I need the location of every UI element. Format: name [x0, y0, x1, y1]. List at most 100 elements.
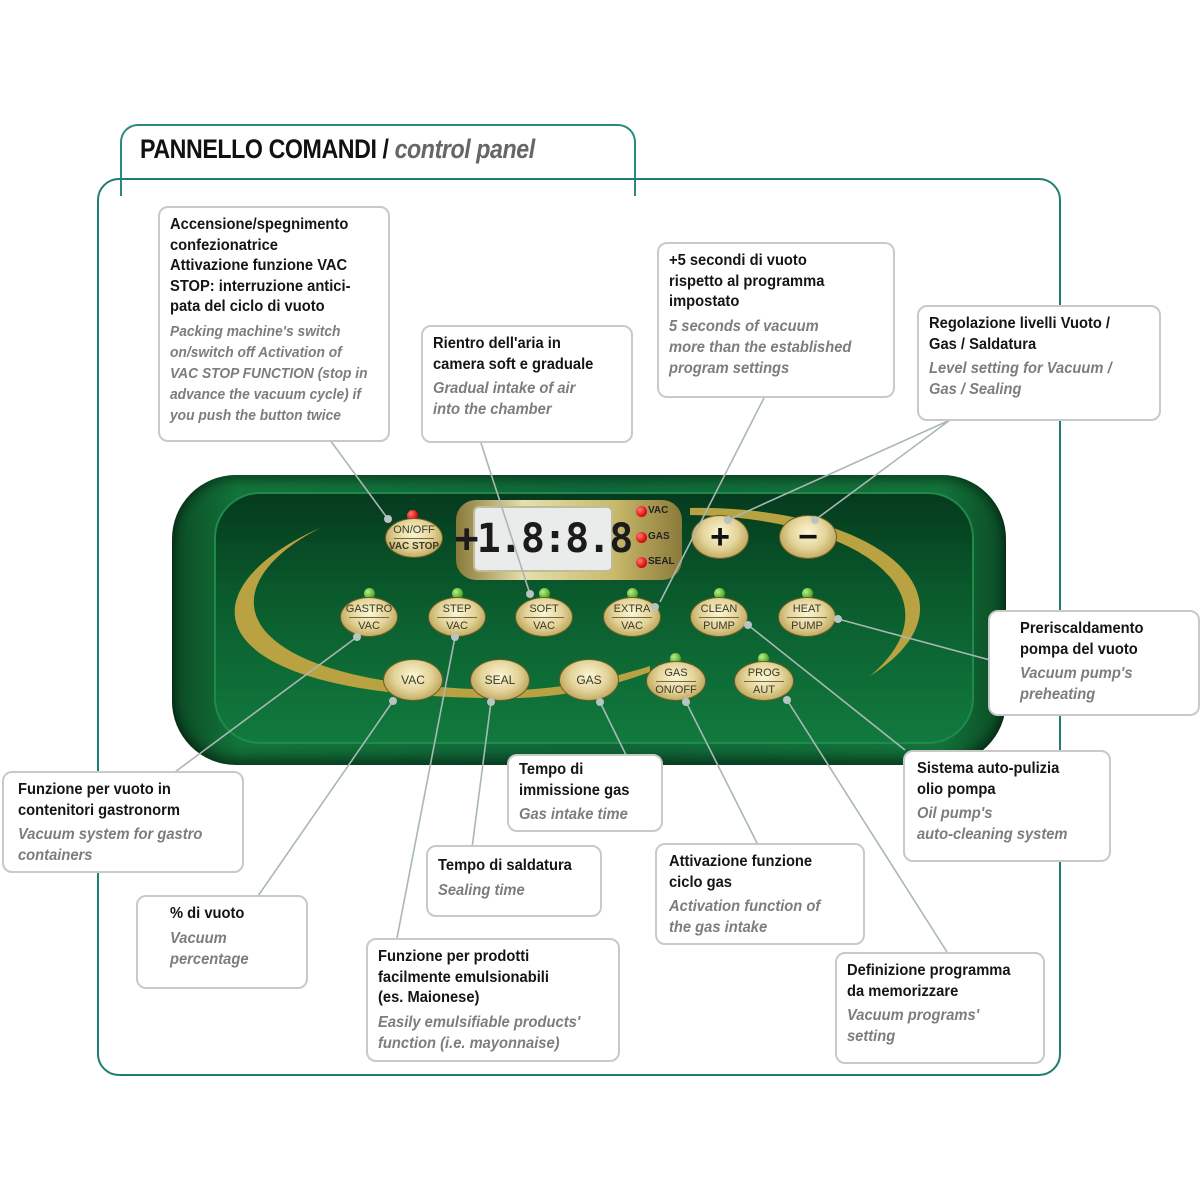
- button-label-bottom: AUT: [753, 683, 775, 696]
- step-vac-button[interactable]: STEP VAC: [428, 597, 486, 637]
- line: Funzione per prodotti: [378, 948, 530, 965]
- callout-gastro: Funzione per vuoto in contenitori gastro…: [2, 771, 244, 873]
- line: Definizione programma: [847, 962, 1011, 979]
- line: % di vuoto: [170, 905, 245, 922]
- vac-button[interactable]: VAC: [383, 659, 443, 701]
- callout-text-english: 5 seconds of vacuum more than the establ…: [669, 316, 866, 379]
- line: preheating: [1020, 686, 1096, 703]
- line: Vacuum: [170, 929, 227, 947]
- line: Preriscaldamento: [1020, 620, 1144, 637]
- line: on/switch off Activation of: [170, 343, 342, 361]
- button-label-bottom: PUMP: [791, 619, 823, 632]
- heat-led: [802, 588, 813, 599]
- callout-text-italian: Rientro dell'aria in camera soft e gradu…: [433, 334, 606, 375]
- callout-text-italian: Attivazione funzione ciclo gas: [669, 852, 838, 893]
- callout-soft: Rientro dell'aria in camera soft e gradu…: [421, 325, 633, 443]
- line: Vacuum programs': [847, 1007, 980, 1024]
- step-led: [452, 588, 463, 599]
- heat-pump-button[interactable]: HEAT PUMP: [778, 597, 836, 637]
- line: da memorizzare: [847, 982, 959, 1000]
- line: the gas intake: [669, 919, 768, 936]
- line: olio pompa: [917, 780, 996, 798]
- callout-text-english: Gas intake time: [519, 804, 640, 825]
- title-tab: [120, 124, 636, 196]
- line: Attivazione funzione VAC: [170, 257, 348, 274]
- button-divider: [699, 616, 739, 618]
- prog-aut-button[interactable]: PROG AUT: [734, 661, 794, 701]
- extra-vac-button[interactable]: EXTRA VAC: [603, 597, 661, 637]
- plus-button[interactable]: +: [691, 515, 749, 559]
- callout-text-english: Packing machine's switch on/switch off A…: [170, 321, 368, 426]
- line: immissione gas: [519, 781, 630, 799]
- button-label-top: GAS: [664, 666, 688, 679]
- button-label-top: CLEAN: [700, 602, 738, 615]
- page-title: PANNELLO COMANDI / control panel: [140, 134, 535, 165]
- button-divider: [524, 616, 564, 618]
- callout-levels: Regolazione livelli Vuoto / Gas / Saldat…: [917, 305, 1161, 421]
- callout-text-english: Activation function of the gas intake: [669, 896, 838, 938]
- button-label-top: HEAT: [792, 602, 822, 615]
- line: containers: [18, 847, 93, 864]
- line: Rientro dell'aria in: [433, 335, 561, 352]
- button-label-bottom: VAC: [446, 619, 468, 632]
- gastro-led: [364, 588, 375, 599]
- line: setting: [847, 1028, 896, 1045]
- callout-text-italian: Regolazione livelli Vuoto / Gas / Saldat…: [929, 314, 1131, 355]
- line: you push the button twice: [170, 406, 341, 424]
- soft-vac-button[interactable]: SOFT VAC: [515, 597, 573, 637]
- button-divider: [655, 680, 697, 682]
- callout-text-english: Vacuum percentage: [170, 928, 286, 970]
- line: more than the established: [669, 338, 852, 356]
- button-divider: [394, 537, 434, 539]
- line: Accensione/spegnimento: [170, 216, 349, 233]
- line: camera soft e graduale: [433, 355, 594, 373]
- gas-indicator-led: [636, 532, 647, 543]
- line: Vacuum system for gastro: [18, 826, 203, 843]
- line: Attivazione funzione: [669, 853, 813, 870]
- callout-text-english: Easily emulsifiable products' function (…: [378, 1012, 590, 1054]
- line: Sistema auto-pulizia: [917, 760, 1060, 777]
- button-label-bottom: VAC: [621, 619, 643, 632]
- seal-button[interactable]: SEAL: [470, 659, 530, 701]
- callout-vac: % di vuoto Vacuum percentage: [136, 895, 308, 989]
- line: into the chamber: [433, 401, 552, 418]
- line: rispetto al programma: [669, 272, 825, 290]
- button-divider: [437, 616, 477, 618]
- callout-text-italian: % di vuoto: [170, 904, 286, 925]
- callout-seal: Tempo di saldatura Sealing time: [426, 845, 602, 917]
- title-english: control panel: [394, 134, 536, 164]
- callout-text-italian: Tempo di saldatura: [438, 856, 578, 877]
- line: Packing machine's switch: [170, 322, 341, 340]
- callout-text-italian: Sistema auto-pulizia olio pompa: [917, 759, 1084, 800]
- callout-text-english: Vacuum system for gastro containers: [18, 824, 215, 866]
- clean-pump-button[interactable]: CLEAN PUMP: [690, 597, 748, 637]
- line: Gas / Sealing: [929, 381, 1022, 398]
- button-label-bottom: ON/OFF: [655, 683, 697, 696]
- callout-text-italian: Accensione/spegnimento confezionatrice A…: [170, 215, 361, 318]
- line: pompa del vuoto: [1020, 640, 1138, 658]
- button-divider: [612, 616, 652, 618]
- button-divider: [743, 680, 785, 682]
- line: function (i.e. mayonnaise): [378, 1034, 560, 1052]
- callout-prog: Definizione programma da memorizzare Vac…: [835, 952, 1045, 1064]
- line: (es. Maionese): [378, 989, 480, 1006]
- gas-button[interactable]: GAS: [559, 659, 619, 701]
- gas-onoff-button[interactable]: GAS ON/OFF: [646, 661, 706, 701]
- seal-indicator-label: SEAL: [648, 556, 675, 567]
- lcd-display: +1.8:8.8: [455, 506, 633, 572]
- line: Level setting for Vacuum /: [929, 360, 1112, 377]
- callout-text-italian: Preriscaldamento pompa del vuoto: [1020, 619, 1175, 660]
- callout-gas-onoff: Attivazione funzione ciclo gas Activatio…: [655, 843, 865, 945]
- line: Tempo di saldatura: [438, 857, 572, 874]
- line: confezionatrice: [170, 236, 278, 254]
- onoff-vacstop-button[interactable]: ON/OFF VAC STOP: [385, 518, 443, 558]
- seal-indicator-led: [636, 557, 647, 568]
- line: Sealing time: [438, 881, 525, 899]
- gastro-vac-button[interactable]: GASTRO VAC: [340, 597, 398, 637]
- line: Activation function of: [669, 898, 821, 915]
- minus-button[interactable]: −: [779, 515, 837, 559]
- callout-step: Funzione per prodotti facilmente emulsio…: [366, 938, 620, 1062]
- line: auto-cleaning system: [917, 826, 1068, 843]
- callout-text-italian: Definizione programma da memorizzare: [847, 961, 1018, 1002]
- line: advance the vacuum cycle) if: [170, 385, 361, 403]
